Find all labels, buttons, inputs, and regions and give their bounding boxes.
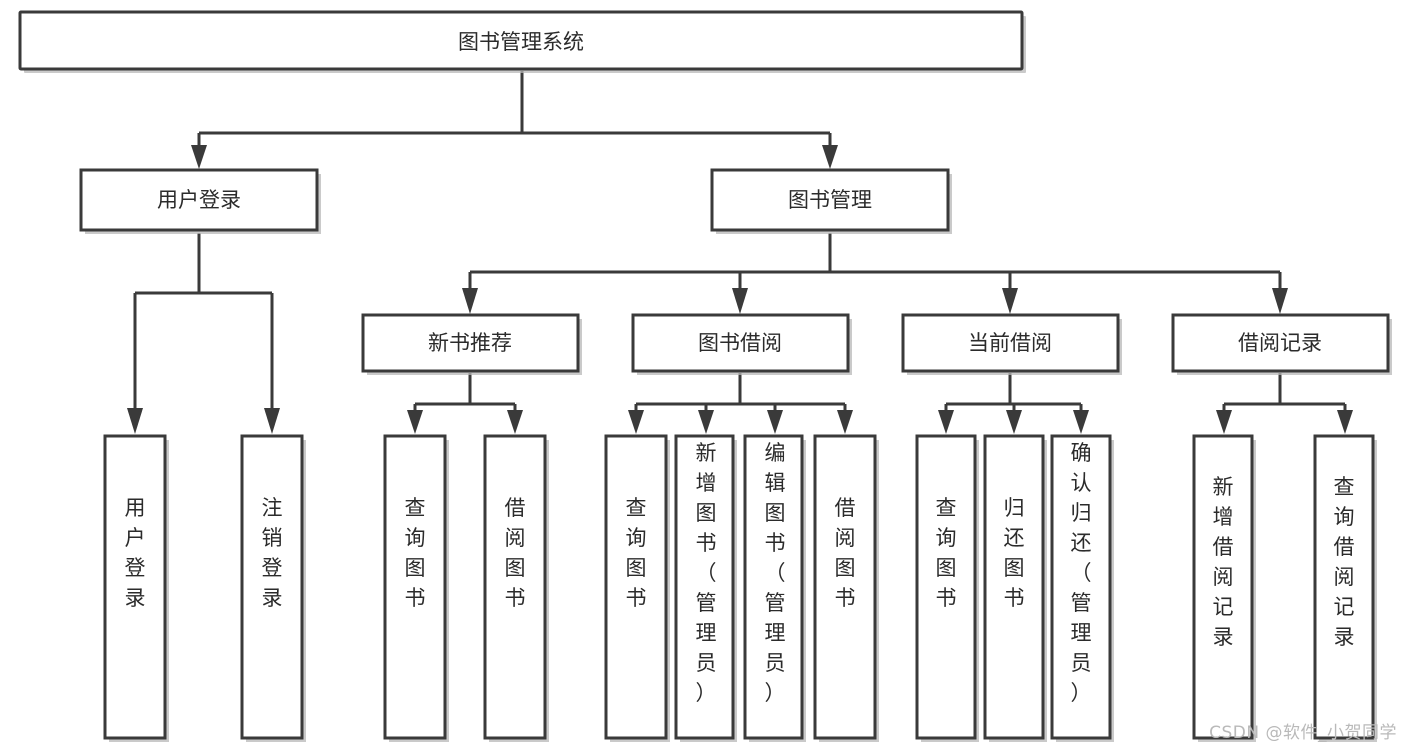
leaf-bb-borrow-book-label: 借阅图书 [835,496,856,610]
arrow-head-nb-leaf2 [507,410,523,434]
leaf-bb-edit-book[interactable]: 编辑图书（管理员） [743,434,806,742]
leaf-logout[interactable]: 注销登录 [240,434,306,742]
leaf-cb-return-book-box[interactable] [983,434,1045,740]
node-user-login[interactable]: 用户登录 [79,168,321,234]
leaf-br-query-record-label: 查询借阅记录 [1334,475,1355,649]
leaf-bb-borrow-book-box[interactable] [813,434,877,740]
node-current-borrow-label: 当前借阅 [968,331,1052,355]
arrow-head-book-manage [822,145,838,169]
arrow-head-nb-leaf1 [407,410,423,434]
arrow-head-book-borrow [732,288,748,314]
leaf-br-add-record[interactable]: 新增借阅记录 [1192,434,1256,742]
node-root-box[interactable] [18,10,1024,71]
leaf-cb-confirm-return-label: 确认归还（管理员） [1071,441,1092,705]
node-new-book-recommend-label: 新书推荐 [428,331,512,355]
leaf-cb-query-book[interactable]: 查询图书 [915,434,979,742]
leaf-nb-borrow-book-label: 借阅图书 [505,496,526,610]
arrow-head-user-login [191,145,207,169]
node-root-label: 图书管理系统 [458,30,584,54]
leaf-nb-query-book[interactable]: 查询图书 [383,434,449,742]
leaf-cb-confirm-return[interactable]: 确认归还（管理员） [1050,434,1114,742]
node-current-borrow-box[interactable] [901,313,1120,373]
leaf-br-add-record-box[interactable] [1192,434,1254,740]
node-borrow-record-box[interactable] [1171,313,1390,373]
node-book-manage-label: 图书管理 [788,188,872,212]
arrow-head-cb-leaf2 [1006,410,1022,434]
node-current-borrow[interactable]: 当前借阅 [901,313,1122,375]
arrow-head-br-leaf2 [1337,410,1353,434]
node-borrow-record[interactable]: 借阅记录 [1171,313,1392,375]
leaf-bb-add-book-box[interactable] [674,434,735,740]
arrow-head-leaf-user-login [127,408,143,434]
arrow-head-bb-leaf4 [837,410,853,434]
node-book-borrow-box[interactable] [631,313,850,373]
leaf-logout-label: 注销登录 [262,496,283,610]
node-book-borrow-label: 图书借阅 [698,331,782,355]
leaf-cb-query-book-label: 查询图书 [936,496,957,610]
node-book-manage[interactable]: 图书管理 [710,168,952,234]
csdn-watermark: CSDN @软件_小贺同学 [1209,723,1397,743]
leaf-user-login-label: 用户登录 [125,496,146,610]
leaf-bb-borrow-book[interactable]: 借阅图书 [813,434,879,742]
leaf-user-login[interactable]: 用户登录 [103,434,169,742]
leaf-bb-edit-book-box[interactable] [743,434,804,740]
leaf-bb-edit-book-label: 编辑图书（管理员） [765,441,786,705]
arrow-head-br-leaf1 [1216,410,1232,434]
arrow-head-current-borrow [1002,288,1018,314]
node-user-login-label: 用户登录 [157,188,241,212]
leaf-bb-add-book-label: 新增图书（管理员） [696,441,717,705]
arrow-head-new-book [462,288,478,314]
arrow-head-bb-leaf2 [698,410,714,434]
arrow-head-cb-leaf1 [938,410,954,434]
leaf-nb-borrow-book-box[interactable] [483,434,547,740]
node-book-borrow[interactable]: 图书借阅 [631,313,852,375]
leaf-user-login-box[interactable] [103,434,167,740]
node-user-login-box[interactable] [79,168,319,232]
leaf-br-query-record-box[interactable] [1313,434,1375,740]
arrow-head-leaf-logout [264,408,280,434]
leaf-cb-confirm-return-box[interactable] [1050,434,1112,740]
leaf-logout-box[interactable] [240,434,304,740]
leaf-bb-query-book-box[interactable] [604,434,668,740]
arrow-head-bb-leaf3 [767,410,783,434]
node-new-book-recommend-box[interactable] [361,313,580,373]
node-book-manage-box[interactable] [710,168,950,232]
leaf-bb-add-book[interactable]: 新增图书（管理员） [674,434,737,742]
arrow-head-bb-leaf1 [628,410,644,434]
node-root[interactable]: 图书管理系统 [18,10,1026,73]
arrow-head-borrow-record [1272,288,1288,314]
leaf-cb-return-book-label: 归还图书 [1004,496,1025,610]
leaf-nb-query-book-box[interactable] [383,434,447,740]
leaf-nb-borrow-book[interactable]: 借阅图书 [483,434,549,742]
leaf-nb-query-book-label: 查询图书 [405,496,426,610]
leaf-cb-return-book[interactable]: 归还图书 [983,434,1047,742]
leaf-br-add-record-label: 新增借阅记录 [1213,475,1234,649]
arrow-head-cb-leaf3 [1073,410,1089,434]
connector-layer [127,71,1353,434]
node-borrow-record-label: 借阅记录 [1238,331,1322,355]
node-new-book-recommend[interactable]: 新书推荐 [361,313,582,375]
leaf-bb-query-book[interactable]: 查询图书 [604,434,670,742]
leaf-bb-query-book-label: 查询图书 [626,496,647,610]
leaf-cb-query-book-box[interactable] [915,434,977,740]
leaf-br-query-record[interactable]: 查询借阅记录 [1313,434,1377,742]
